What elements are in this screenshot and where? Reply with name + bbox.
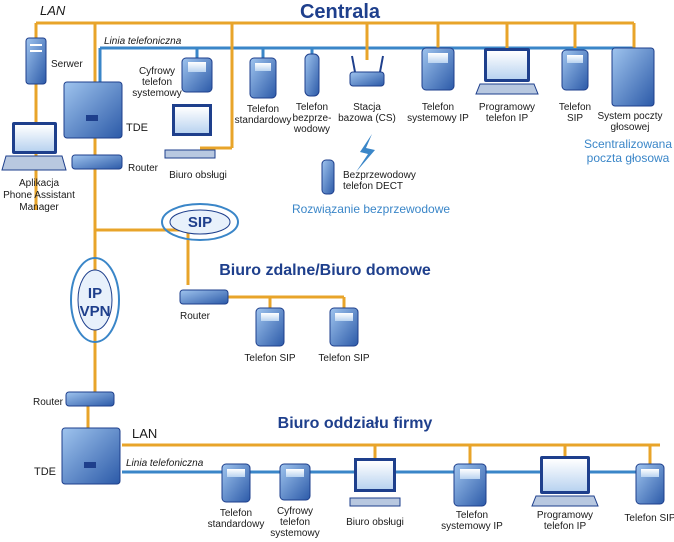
biuro-obslugi-hq-icon — [164, 104, 216, 159]
title-centrala: Centrala — [300, 1, 381, 23]
label-tel-std-1: Telefon — [247, 104, 279, 115]
label-b-sip: Telefon SIP — [624, 513, 674, 524]
label-b-std-1: Telefon — [220, 508, 252, 519]
label-bezprz-2: bezprze- — [293, 113, 332, 124]
label-sip-remote-1: Telefon SIP — [244, 353, 295, 364]
label-sip-hq-2: SIP — [567, 113, 583, 124]
cyfrowy-phone-icon — [181, 57, 213, 93]
label-dect-2: telefon DECT — [343, 181, 403, 192]
laptop-icon — [1, 122, 67, 171]
label-stacja-2: bazowa (CS) — [338, 113, 396, 124]
branch-telefon-systemowy-ip-icon — [453, 463, 487, 507]
label-stacja-1: Stacja — [353, 102, 381, 113]
label-aplikacja-2: Phone Assistant — [3, 190, 75, 201]
label-bezprz-1: Telefon — [296, 102, 328, 113]
label-linia-branch: Linia telefoniczna — [126, 458, 204, 469]
label-rozwiazanie: Rozwiązanie bezprzewodowe — [292, 202, 450, 216]
label-aplikacja-3: Manager — [19, 202, 59, 213]
router-hq-icon — [71, 154, 123, 170]
serwer-icon — [25, 37, 47, 85]
label-cyfrowy-2: telefon — [142, 77, 172, 88]
label-scentral-1: Scentralizowana — [584, 137, 672, 151]
label-b-cyf-2: telefon — [280, 517, 310, 528]
badge-sip: SIP — [188, 214, 212, 231]
badge-vpn-ip: IP — [88, 285, 102, 302]
label-sip-hq-1: Telefon — [559, 102, 591, 113]
label-router-hq: Router — [128, 163, 159, 174]
branch-biuro-obslugi-icon — [349, 458, 401, 507]
label-b-std-2: standardowy — [208, 519, 265, 530]
label-poczta-2: głosowej — [611, 122, 650, 133]
label-lan-hq: LAN — [40, 3, 66, 18]
label-b-sys-1: Telefon — [456, 510, 488, 521]
branch-programowy-telefon-ip-icon — [531, 456, 599, 507]
title-biuro-oddzialu: Biuro oddziału firmy — [278, 415, 433, 432]
label-b-prog-2: telefon IP — [544, 521, 587, 532]
label-bezprz-3: wodowy — [293, 124, 330, 135]
branch-telefon-sip-icon — [635, 463, 665, 505]
label-b-sys-2: systemowy IP — [441, 521, 503, 532]
label-linia-hq: Linia telefoniczna — [104, 36, 182, 47]
label-b-cyf-1: Cyfrowy — [277, 506, 313, 517]
badge-vpn-vpn: VPN — [80, 303, 111, 320]
programowy-telefon-ip-icon — [475, 48, 539, 95]
label-cyfrowy-3: systemowy — [132, 88, 181, 99]
label-prog-ip-1: Programowy — [479, 102, 535, 113]
sip-cloud-icon — [161, 203, 239, 241]
label-b-prog-1: Programowy — [537, 510, 593, 521]
label-cyfrowy-1: Cyfrowy — [139, 66, 175, 77]
label-aplikacja-1: Aplikacja — [19, 178, 59, 189]
router-remote-icon — [179, 289, 229, 305]
label-lan-branch: LAN — [132, 426, 157, 441]
telefon-sip-remote-2-icon — [329, 307, 359, 347]
branch-telefon-standardowy-icon — [221, 463, 251, 503]
label-serwer: Serwer — [51, 59, 83, 70]
vpn-cloud-icon — [70, 257, 120, 343]
telefon-sip-remote-1-icon — [255, 307, 285, 347]
dect-phone-icon — [321, 159, 335, 195]
label-scentral-2: poczta głosowa — [587, 151, 670, 165]
label-tde-branch: TDE — [34, 466, 56, 478]
label-poczta-1: System poczty — [597, 111, 662, 122]
label-b-obslugi: Biuro obsługi — [346, 517, 404, 528]
branch-cyfrowy-icon — [279, 463, 311, 501]
label-router-remote: Router — [180, 311, 211, 322]
label-b-cyf-3: systemowy — [270, 528, 319, 539]
telefon-standardowy-icon — [249, 57, 277, 99]
telefon-sip-hq-icon — [561, 49, 589, 91]
stacja-bazowa-icon — [349, 55, 385, 87]
router-branch-icon — [65, 391, 115, 407]
telefon-bezprzewodowy-icon — [304, 53, 320, 97]
label-dect-1: Bezprzewodowy — [343, 170, 416, 181]
telefon-systemowy-ip-icon — [421, 47, 455, 91]
label-router-branch: Router — [33, 397, 64, 408]
label-tde-hq: TDE — [126, 122, 148, 134]
system-poczty-icon — [611, 47, 655, 107]
tde-branch-icon — [61, 427, 121, 485]
label-sys-ip-1: Telefon — [422, 102, 454, 113]
label-biuro-obslugi-hq: Biuro obsługi — [169, 170, 227, 181]
label-sys-ip-2: systemowy IP — [407, 113, 469, 124]
label-tel-std-2: standardowy — [235, 115, 292, 126]
tde-hq-icon — [63, 81, 123, 139]
label-sip-remote-2: Telefon SIP — [318, 353, 369, 364]
title-biuro-zdalne: Biuro zdalne/Biuro domowe — [219, 262, 431, 279]
label-prog-ip-2: telefon IP — [486, 113, 529, 124]
wireless-signal-icon — [356, 134, 375, 172]
